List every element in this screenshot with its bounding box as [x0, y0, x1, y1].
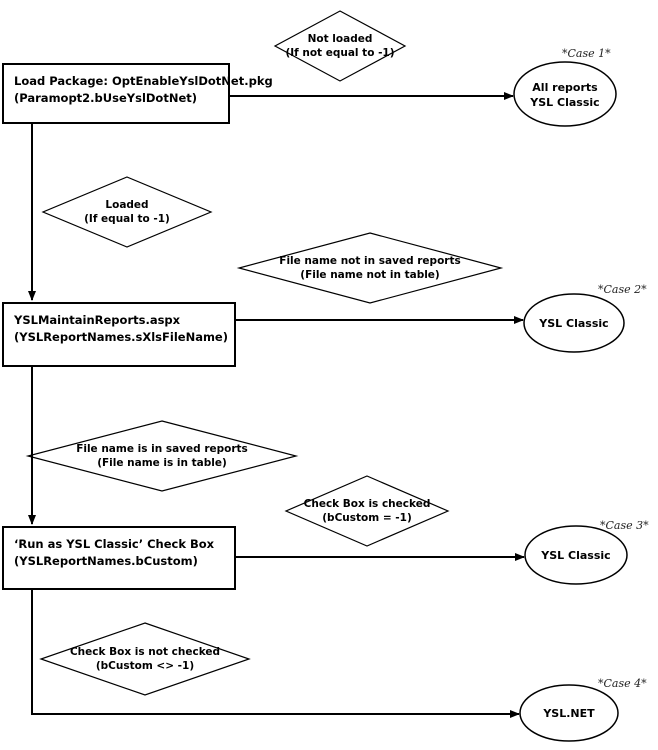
decision-not-loaded-text: Not loaded (If not equal to -1)	[285, 33, 395, 59]
decision-not-in-saved-diamond	[236, 232, 504, 304]
run-classic-checkbox-box: ‘Run as YSL Classic’ Check Box (YSLRepor…	[2, 526, 236, 590]
connector-checkbox-to-case4	[31, 590, 520, 718]
decision-in-saved-diamond	[25, 420, 299, 492]
decision-not-checked-diamond	[39, 622, 251, 696]
load-package-param: (Paramopt2.bUseYslDotNet)	[14, 91, 198, 105]
case3-label: *Case 3*	[600, 519, 649, 532]
case1-label: *Case 1*	[562, 47, 611, 60]
maintain-reports-box: YSLMaintainReports.aspx (YSLReportNames.…	[2, 302, 236, 367]
decision-in-saved-text: File name is in saved reports (File name…	[76, 443, 248, 469]
outcome-case2-ellipse	[523, 293, 625, 353]
decision-loaded-text: Loaded (If equal to -1)	[84, 199, 170, 225]
maintain-reports-title: YSLMaintainReports.aspx	[14, 313, 181, 327]
outcome-case3-ellipse	[524, 525, 628, 585]
decision-not-loaded-diamond	[273, 10, 407, 82]
outcome-case4-ellipse	[519, 684, 619, 742]
decision-checked-diamond	[284, 475, 450, 547]
decision-checked-text: Check Box is checked (bCustom = -1)	[303, 498, 431, 524]
run-classic-title: ‘Run as YSL Classic’ Check Box	[14, 537, 215, 551]
decision-loaded-diamond	[41, 176, 213, 248]
load-package-title: Load Package: OptEnableYslDotNet.pkg	[14, 74, 273, 88]
decision-not-checked-text: Check Box is not checked (bCustom <> -1)	[69, 646, 221, 672]
load-package-box: Load Package: OptEnableYslDotNet.pkg (Pa…	[2, 63, 273, 124]
maintain-reports-param: (YSLReportNames.sXlsFileName)	[14, 330, 228, 344]
run-classic-param: (YSLReportNames.bCustom)	[14, 554, 198, 568]
outcome-case3-text: YSL Classic	[541, 549, 611, 562]
outcome-case2-text: YSL Classic	[539, 317, 609, 330]
outcome-case1-ellipse	[513, 61, 617, 127]
case4-label: *Case 4*	[598, 677, 647, 690]
case2-label: *Case 2*	[598, 283, 647, 296]
outcome-case4-text: YSL.NET	[543, 707, 595, 720]
outcome-case1-text: All reports YSL Classic	[530, 81, 600, 109]
decision-not-in-saved-text: File name not in saved reports (File nam…	[279, 255, 461, 281]
